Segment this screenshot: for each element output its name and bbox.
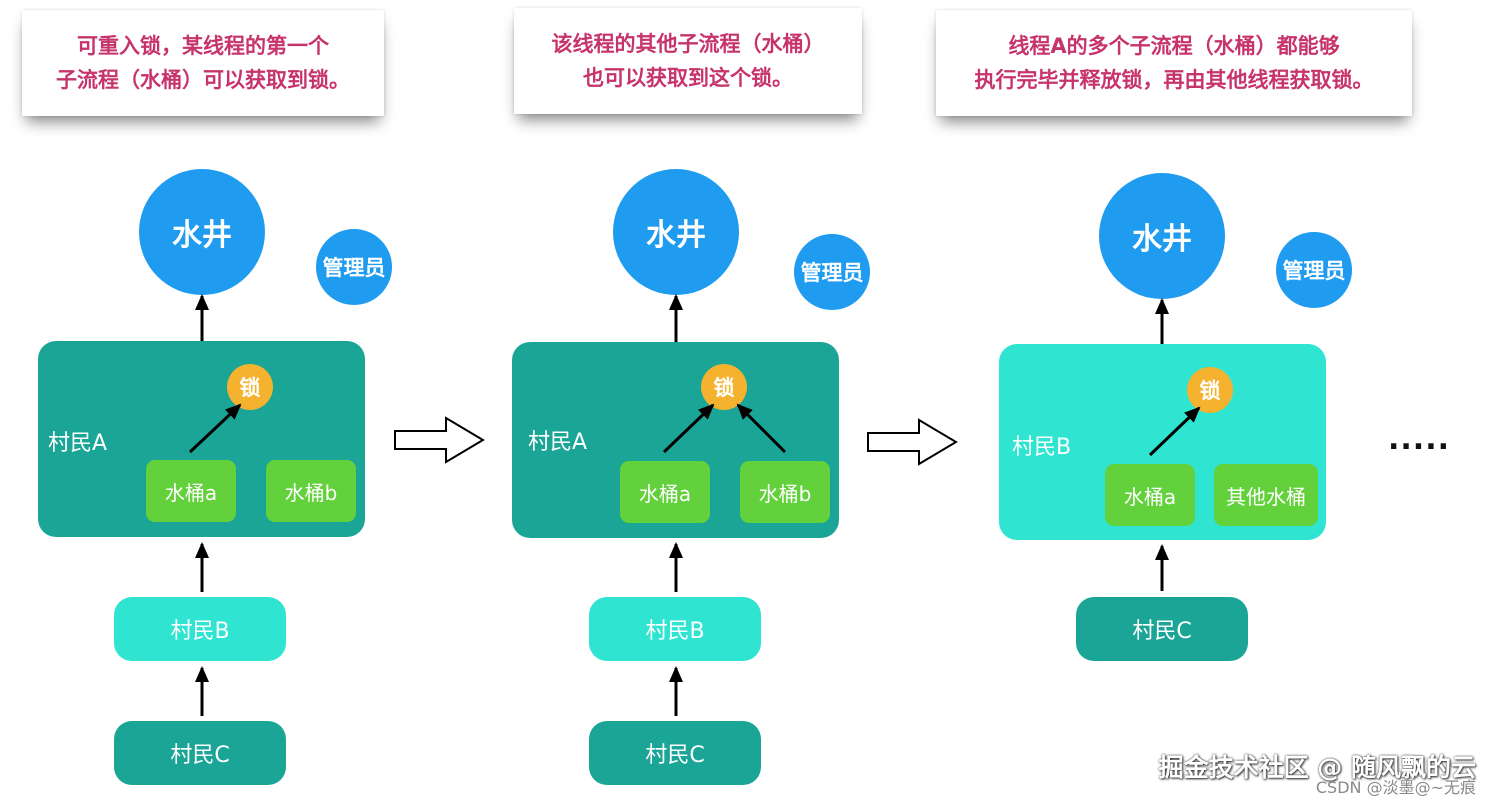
holder-label-1: 村民A: [48, 431, 108, 456]
caption-line: 也可以获取到这个锁。: [583, 66, 793, 90]
caption-note-1: 可重入锁，某线程的第一个 子流程（水桶）可以获取到锁。: [22, 10, 384, 116]
arrow-bucket-b-to-lock: [736, 403, 787, 454]
caption-line: 子流程（水桶）可以获取到锁。: [56, 68, 350, 92]
arrow-bucket-a-to-lock: [662, 403, 715, 454]
arrow-bucket-to-lock: [188, 403, 242, 454]
holder-label-3: 村民B: [1012, 435, 1072, 460]
well-node-1: 水井: [139, 169, 265, 295]
lock-icon: 锁: [1187, 367, 1233, 413]
queue-villager-c: 村民C: [589, 721, 761, 785]
transition-arrow-1: [394, 416, 485, 464]
ellipsis-more: .....: [1388, 422, 1450, 457]
admin-node-1: 管理员: [316, 229, 392, 305]
admin-node-3: 管理员: [1276, 232, 1352, 308]
lock-icon: 锁: [701, 364, 747, 410]
watermark-sub: CSDN @淡墨@~无痕: [1315, 778, 1476, 797]
holder-label-2: 村民A: [528, 430, 588, 455]
queue-villager-c: 村民C: [114, 721, 286, 785]
arrow-bucket-to-lock: [1148, 406, 1201, 457]
bucket-b: 水桶b: [740, 461, 830, 523]
bucket-a: 水桶a: [1105, 464, 1195, 526]
bucket-other: 其他水桶: [1214, 464, 1318, 526]
caption-line: 线程A的多个子流程（水桶）都能够: [1008, 34, 1340, 58]
caption-line: 执行完毕并释放锁，再由其他线程获取锁。: [974, 68, 1374, 92]
transition-arrow-2: [867, 418, 958, 466]
watermark-main: 掘金技术社区 @ 随风飘的云: [1158, 753, 1476, 782]
lock-icon: 锁: [227, 364, 273, 410]
queue-villager-c: 村民C: [1076, 597, 1248, 661]
admin-node-2: 管理员: [794, 234, 870, 310]
well-node-2: 水井: [613, 169, 739, 295]
well-node-3: 水井: [1099, 173, 1225, 299]
bucket-a: 水桶a: [146, 460, 236, 522]
caption-note-3: 线程A的多个子流程（水桶）都能够 执行完毕并释放锁，再由其他线程获取锁。: [936, 10, 1412, 116]
caption-line: 可重入锁，某线程的第一个: [77, 34, 329, 58]
queue-villager-b: 村民B: [589, 597, 761, 661]
caption-note-2: 该线程的其他子流程（水桶） 也可以获取到这个锁。: [514, 8, 862, 114]
queue-villager-b: 村民B: [114, 597, 286, 661]
caption-line: 该线程的其他子流程（水桶）: [551, 32, 825, 56]
bucket-b: 水桶b: [266, 460, 356, 522]
bucket-a: 水桶a: [620, 461, 710, 523]
